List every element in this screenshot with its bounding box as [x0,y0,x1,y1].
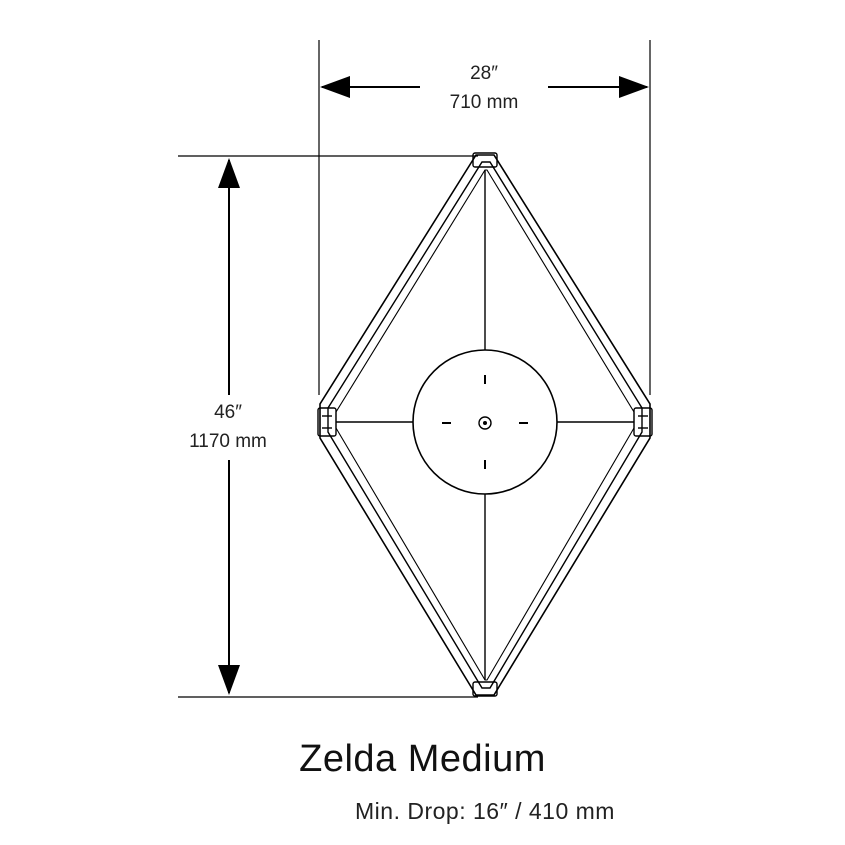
height-mm-label: 1170 mm [189,431,267,452]
bottom-bracket [472,681,498,697]
width-inches-label: 28″ [470,63,498,84]
height-dimension-arrow [218,158,240,695]
product-name: Zelda Medium [299,738,546,780]
top-bracket [472,152,498,168]
width-mm-label: 710 mm [450,92,519,113]
width-dimension-arrow [320,76,649,98]
extension-lines [178,40,651,698]
cross-rods [336,170,634,680]
height-inches-label: 46″ [214,402,242,423]
min-drop-label: Min. Drop: 16″ / 410 mm [355,798,615,824]
canopy [412,349,558,495]
